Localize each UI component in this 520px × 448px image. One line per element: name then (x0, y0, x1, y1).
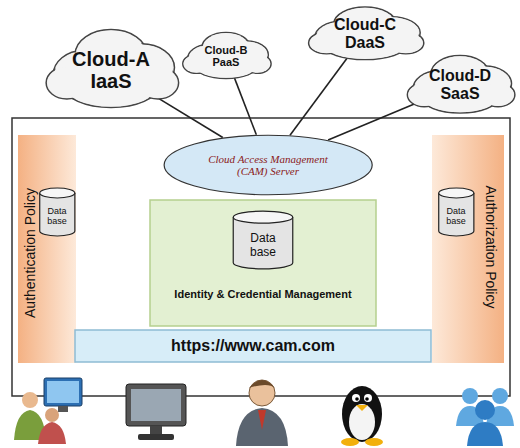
users-monitor-icon (14, 378, 82, 444)
person-icon (236, 380, 288, 446)
node-label: Cloud-D SaaS (422, 67, 498, 102)
cloud: Cloud-A IaaS (42, 22, 180, 117)
node-label: Data base (238, 232, 288, 258)
cloud-link (290, 58, 347, 135)
cloud: Cloud-C DaaS (305, 2, 425, 66)
cloud-link (328, 101, 421, 140)
node-label: Identity & Credential Management (150, 288, 376, 300)
node-label: Data base (441, 207, 471, 227)
node-label: Cloud-C DaaS (327, 16, 403, 51)
user-group-icon (456, 388, 514, 446)
node-label: https://www.cam.com (171, 337, 335, 355)
outer-frame (12, 118, 510, 396)
node-label: Cloud Access Management (CAM) Server (193, 153, 343, 177)
cloud: Cloud-B PaaS (180, 28, 272, 84)
node-label: Cloud-B PaaS (200, 44, 252, 68)
cloud-link (234, 78, 256, 135)
cloud-link (154, 96, 223, 138)
node-label: Cloud-A IaaS (65, 48, 157, 92)
node-label: Data base (42, 207, 72, 227)
cloud: Cloud-D SaaS (404, 50, 516, 120)
database-cylinder: Data base (438, 187, 475, 237)
policy-label: Authorization Policy (482, 186, 497, 309)
server-ellipse: Cloud Access Management (CAM) Server (162, 134, 374, 196)
linux-penguin-icon (341, 386, 383, 446)
monitor-icon (126, 384, 186, 440)
management-box: Identity & Credential Management Data bas… (150, 200, 376, 326)
url-bar: https://www.cam.com (75, 330, 431, 362)
policy-band: Authorization Policy Data base (432, 135, 504, 363)
policy-band: Authentication Policy Data base (18, 135, 76, 363)
policy-label: Authentication Policy (23, 188, 38, 318)
database-cylinder: Data base (232, 210, 294, 270)
database-cylinder: Data base (39, 187, 76, 237)
